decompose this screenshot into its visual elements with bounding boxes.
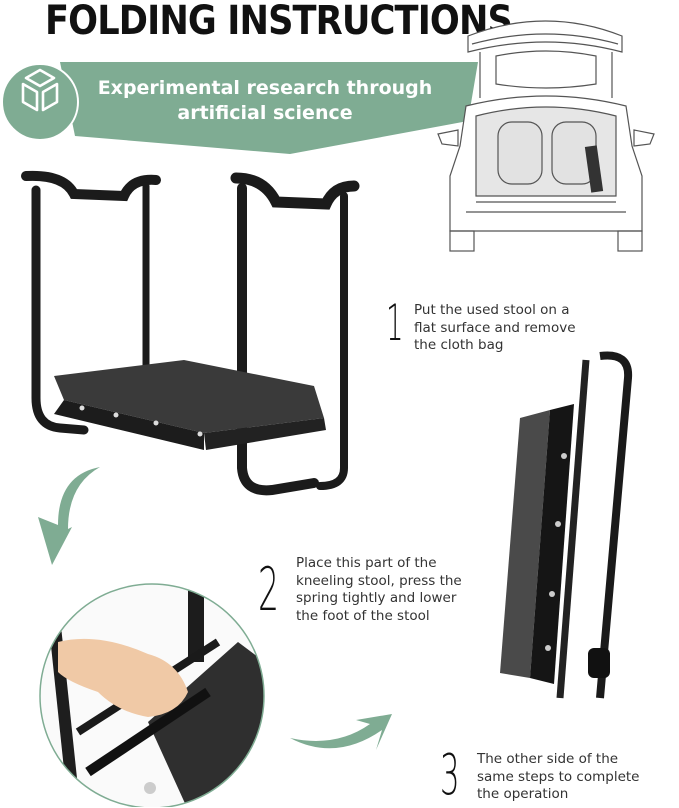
step-1: 1 xyxy=(386,298,418,348)
curved-arrow-down-icon xyxy=(38,467,100,565)
banner-line-1: Experimental research through xyxy=(97,77,433,99)
header-banner xyxy=(1,62,478,154)
step-3: 3 xyxy=(440,748,476,804)
step-text-line: same steps to complete xyxy=(477,768,640,785)
car-trunk-illustration xyxy=(437,20,655,252)
step-3-text: The other side of the same steps to comp… xyxy=(477,751,639,804)
step-text-line: Place this part of the xyxy=(296,555,437,571)
step-2: 2 xyxy=(258,560,296,620)
step-text-line: kneeling stool, press the xyxy=(296,572,462,589)
step-text-line: The other side of the xyxy=(477,751,619,767)
kneeling-stool-folded-photo xyxy=(500,351,633,699)
step-text-line: the operation xyxy=(477,786,569,802)
curved-arrow-up-icon xyxy=(290,714,392,750)
page-title: FOLDING INSTRUCTIONS xyxy=(45,0,513,44)
step-text-line: flat surface and remove xyxy=(414,319,576,336)
step-text-line: the foot of the stool xyxy=(296,607,430,624)
step-2-number: 2 xyxy=(258,555,280,625)
step-text-line: spring tightly and lower xyxy=(296,590,457,606)
step-1-number: 1 xyxy=(386,294,404,352)
step-1-text: Put the used stool on a flat surface and… xyxy=(414,302,576,355)
step-text-line: the cloth bag xyxy=(414,337,504,353)
cube-icon xyxy=(21,68,59,112)
hand-pressing-spring-closeup xyxy=(39,583,265,807)
kneeling-stool-open-photo xyxy=(21,170,360,496)
step-text-line: Put the used stool on a xyxy=(414,302,570,318)
banner-text: Experimental research through artificial… xyxy=(90,76,440,126)
step-2-text: Place this part of the kneeling stool, p… xyxy=(296,555,462,625)
step-3-number: 3 xyxy=(440,743,460,808)
banner-line-2: artificial science xyxy=(177,102,353,124)
